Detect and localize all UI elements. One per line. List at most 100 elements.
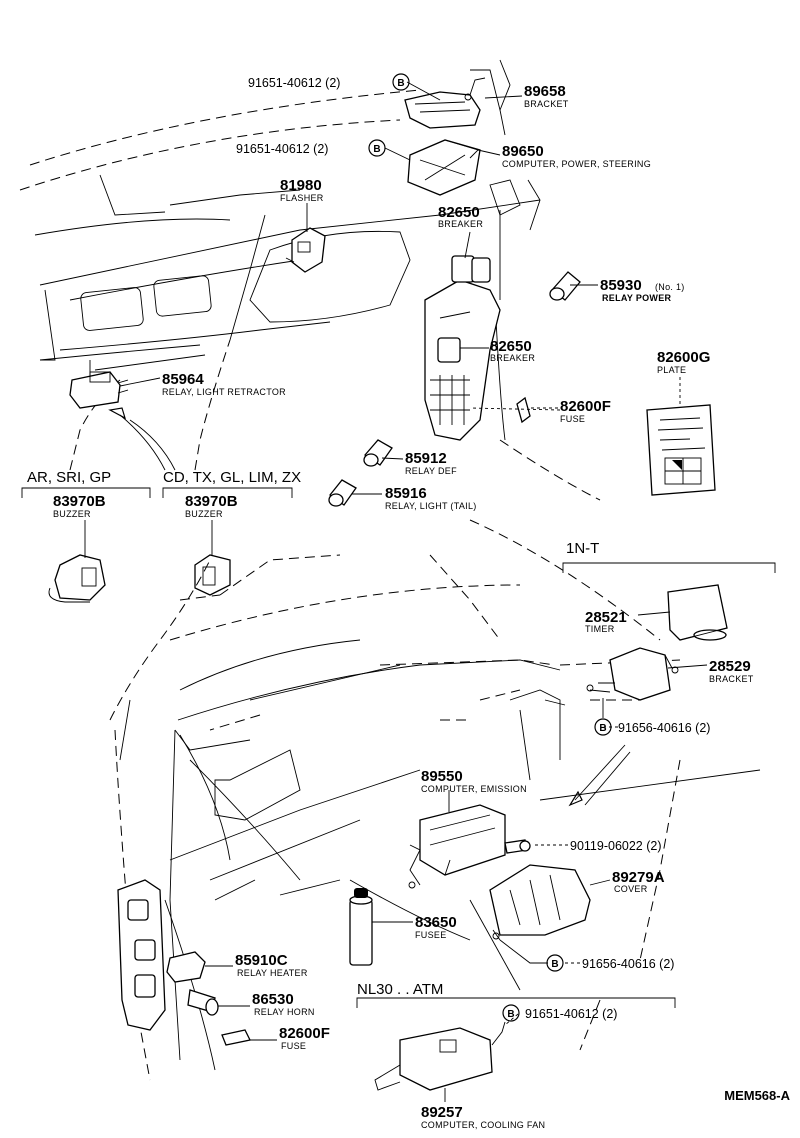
- plate-82600G-shape: [646, 404, 716, 496]
- nl-group-bracket: [356, 997, 676, 1008]
- int-group-bracket: [562, 562, 776, 573]
- part-number-c17: 28529: [709, 658, 751, 675]
- b-marker-c1: B: [392, 73, 410, 91]
- cooling-fan-computer-89257-shape: [374, 1021, 506, 1091]
- part-desc-c6: BREAKER: [438, 219, 483, 229]
- part-desc-c17: BRACKET: [709, 674, 754, 684]
- part-desc-c15: BUZZER: [185, 509, 223, 519]
- part-number-c15: 83970B: [185, 493, 238, 510]
- junction-block-shape: [424, 255, 501, 441]
- fuse-82600F-lower-shape: [221, 1029, 251, 1046]
- b-marker-c18: B: [594, 718, 612, 736]
- part-number-c22: 83650: [415, 914, 457, 931]
- b-marker-c23: B: [546, 954, 564, 972]
- group-header-right: CD, TX, GL, LIM, ZX: [163, 469, 301, 486]
- part-number-c13: 85916: [385, 485, 427, 502]
- flasher-81980-shape: [285, 227, 326, 273]
- svg-text:B: B: [599, 723, 606, 734]
- relay-heater-85910C-shape: [166, 951, 206, 983]
- part-number-c16: 28521: [585, 609, 627, 626]
- relay-tail-85916-shape: [328, 479, 357, 507]
- relay-horn-86530-shape: [187, 989, 219, 1016]
- fuse-82600F-shape: [516, 396, 531, 424]
- part-number-c2: 89658: [524, 83, 566, 100]
- arrow-lower-shaft: [574, 744, 626, 801]
- group-header-left: AR, SRI, GP: [27, 469, 111, 486]
- svg-text:B: B: [397, 78, 404, 89]
- part-desc-c28: COMPUTER, COOLING FAN: [421, 1120, 545, 1130]
- part-desc-c8: BREAKER: [490, 353, 535, 363]
- computer-emission-89550-shape: [408, 804, 506, 889]
- part-number-c12: 85912: [405, 450, 447, 467]
- part-number-c28: 89257: [421, 1104, 463, 1121]
- arrow-lower-head: [568, 790, 583, 807]
- part-number-c18: 91656-40616 (2): [618, 721, 710, 735]
- part-number-c19: 89550: [421, 768, 463, 785]
- part-desc-c24: RELAY HEATER: [237, 968, 308, 978]
- part-desc-c5: FLASHER: [280, 193, 324, 203]
- part-desc-c25: RELAY HORN: [254, 1007, 315, 1017]
- screw-90119-shape: [504, 839, 531, 854]
- part-number-c5: 81980: [280, 177, 322, 194]
- part-number-c8: 82650: [490, 338, 532, 355]
- part-desc-c16: TIMER: [585, 624, 615, 634]
- b-marker-c3: B: [368, 139, 386, 157]
- relay-def-85912-shape: [363, 439, 393, 467]
- part-number-c14: 83970B: [53, 493, 106, 510]
- part-number-c20: 90119-06022 (2): [570, 839, 662, 853]
- part-desc-c9: PLATE: [657, 365, 686, 375]
- part-number-c3: 91651-40612 (2): [236, 142, 328, 156]
- part-number-c21: 89279A: [612, 869, 665, 886]
- relay-retractor-85964-shape: [69, 371, 129, 409]
- part-desc-c26: FUSE: [281, 1041, 306, 1051]
- upper-dashboard-outline: [19, 59, 601, 501]
- buzzer-group-right: [162, 487, 293, 596]
- arrow-retractor-right: [129, 419, 176, 471]
- callout-labels: 91651-40612 (2) 89658 BRACKET 91651-4061…: [27, 76, 791, 1130]
- part-number-c4: 89650: [502, 143, 544, 160]
- arrow-lower-shaft-2: [584, 751, 631, 806]
- arrow-retractor-left: [119, 414, 166, 471]
- computer-power-steering-shape: [407, 139, 481, 196]
- fusee-83650-shape: [349, 888, 373, 966]
- timer-28521-shape: [667, 584, 728, 641]
- leader-lines: [84, 81, 708, 1102]
- lower-junction-block-shape: [117, 879, 166, 1031]
- part-desc-c22: FUSEE: [415, 930, 447, 940]
- group-header-int: 1N-T: [566, 540, 599, 557]
- part-number-c11: 82600F: [560, 398, 611, 415]
- part-desc-c11: FUSE: [560, 414, 585, 424]
- part-suffix-c7: (No. 1): [655, 282, 685, 292]
- drawing-code: MEM568-A: [724, 1088, 790, 1103]
- svg-text:B: B: [373, 144, 380, 155]
- part-number-c10: 85964: [162, 371, 204, 388]
- part-desc-c4: COMPUTER, POWER, STEERING: [502, 159, 651, 169]
- part-number-c24: 85910C: [235, 952, 288, 969]
- lower-dashboard-outline: [109, 519, 761, 1081]
- part-number-c7: 85930: [600, 277, 642, 294]
- part-number-c6: 82650: [438, 204, 480, 221]
- part-desc-c10: RELAY, LIGHT RETRACTOR: [162, 387, 286, 397]
- part-number-c27: 91651-40612 (2): [525, 1007, 617, 1021]
- bracket-89658-shape: [404, 77, 486, 129]
- part-desc-c19: COMPUTER, EMISSION: [421, 784, 527, 794]
- svg-text:B: B: [507, 1009, 514, 1020]
- part-number-c23: 91656-40616 (2): [582, 957, 674, 971]
- svg-text:B: B: [551, 959, 558, 970]
- part-number-c25: 86530: [252, 991, 294, 1008]
- part-number-c9: 82600G: [657, 349, 710, 366]
- bracket-28529-shape: [586, 647, 679, 701]
- part-desc-c7: RELAY POWER: [602, 293, 672, 303]
- buzzer-group-left: [21, 487, 151, 603]
- part-desc-c14: BUZZER: [53, 509, 91, 519]
- part-desc-c13: RELAY, LIGHT (TAIL): [385, 501, 477, 511]
- b-marker-c27: B: [502, 1004, 520, 1022]
- relay-power-85930-shape: [549, 271, 581, 301]
- part-number-c1: 91651-40612 (2): [248, 76, 340, 90]
- arrow-head-retractor: [108, 407, 126, 420]
- part-desc-c21: COVER: [614, 884, 648, 894]
- part-number-c26: 82600F: [279, 1025, 330, 1042]
- group-header-nl: NL30 . . ATM: [357, 981, 443, 998]
